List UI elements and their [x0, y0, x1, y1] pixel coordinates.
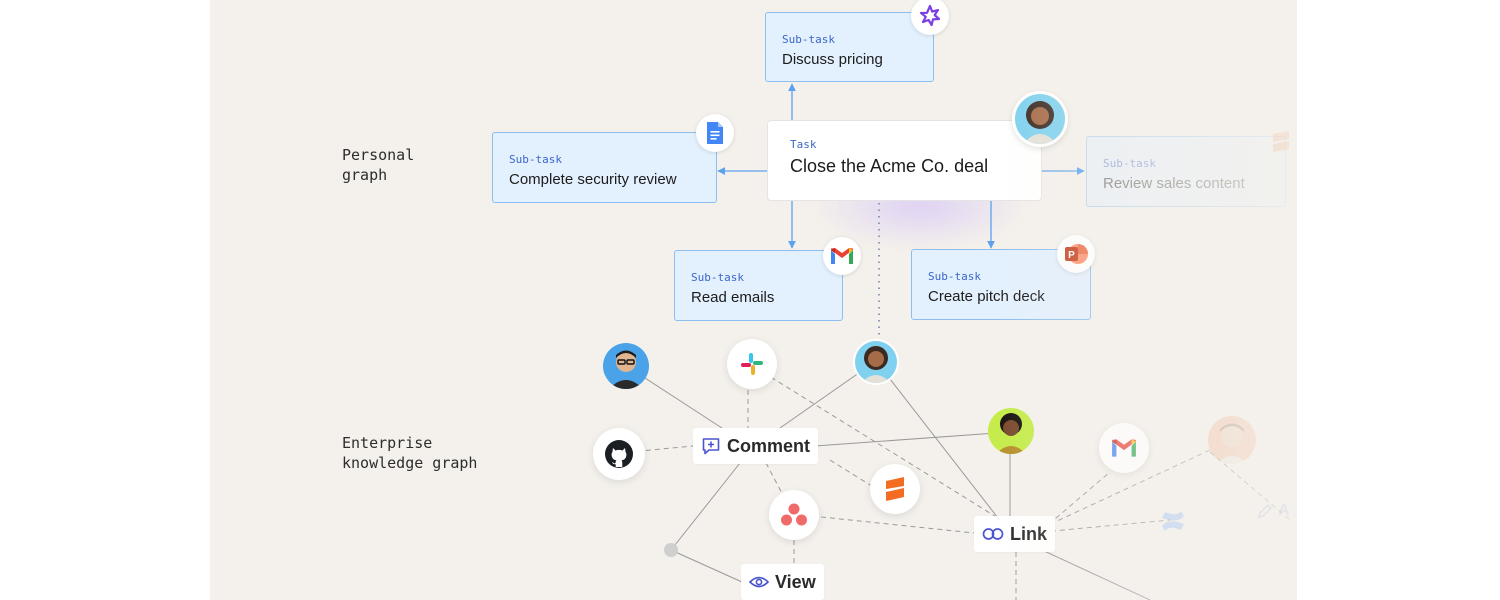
subtask-card-discuss-pricing[interactable]: Sub-task Discuss pricing: [765, 12, 934, 82]
subtask-kind-label: Sub-task: [509, 153, 562, 166]
comment-action-chip[interactable]: Comment: [693, 428, 819, 464]
graph-node-dot: [664, 543, 678, 557]
subtask-kind-label: Sub-task: [928, 270, 981, 283]
powerpoint-icon: P: [1057, 235, 1095, 273]
task-owner-avatar: [1012, 91, 1068, 147]
link-action-chip[interactable]: Link: [974, 516, 1056, 552]
gmail-icon: [823, 237, 861, 275]
comment-plus-icon: [702, 438, 720, 455]
slack-icon: [727, 339, 777, 389]
diagram-canvas: Personal graph Enterprise knowledge grap…: [210, 0, 1297, 600]
enterprise-graph-label: Enterprise knowledge graph: [342, 434, 478, 472]
eye-icon: [749, 576, 769, 588]
link-action-label: Link: [1010, 523, 1048, 544]
subtask-title: Read emails: [691, 289, 775, 306]
highspot-icon: [1270, 130, 1292, 159]
subtask-kind-label: Sub-task: [691, 271, 744, 284]
subtask-card-security-review[interactable]: Sub-task Complete security review: [492, 132, 717, 203]
view-action-label: View: [775, 571, 816, 592]
link-icon: [982, 528, 1004, 540]
sparkle-icon: [911, 0, 949, 35]
subtask-card-sales-content[interactable]: Sub-task Review sales content: [1086, 136, 1286, 207]
subtask-title: Review sales content: [1103, 175, 1245, 192]
view-action-chip[interactable]: View: [741, 564, 824, 600]
personal-graph-label: Personal graph: [342, 146, 415, 184]
subtask-kind-label: Sub-task: [782, 33, 835, 46]
partial-action-label: A: [1278, 502, 1290, 519]
main-task-card[interactable]: Task Close the Acme Co. deal: [767, 120, 1042, 201]
task-kind-label: Task: [790, 138, 817, 151]
person-avatar-green: [988, 408, 1034, 454]
highspot-node-icon: [870, 464, 920, 514]
svg-text:P: P: [1068, 250, 1075, 261]
task-title: Close the Acme Co. deal: [790, 156, 989, 176]
partial-action-chip: A: [1256, 502, 1290, 520]
person-avatar-faded: [1208, 416, 1256, 464]
comment-action-label: Comment: [727, 435, 811, 456]
subtask-card-read-emails[interactable]: Sub-task Read emails: [674, 250, 843, 321]
subtask-title: Complete security review: [509, 171, 677, 188]
subtask-title: Discuss pricing: [782, 51, 883, 68]
subtask-title: Create pitch deck: [928, 288, 1045, 305]
google-docs-icon: [696, 114, 734, 152]
github-icon: [593, 428, 645, 480]
person-avatar-curly: [853, 339, 899, 385]
subtask-kind-label: Sub-task: [1103, 157, 1156, 170]
gmail-node-icon: [1099, 423, 1149, 473]
edit-icon: [1257, 503, 1273, 519]
person-avatar-glasses: [603, 343, 649, 389]
asana-icon: [769, 490, 819, 540]
confluence-icon: [1160, 510, 1186, 537]
